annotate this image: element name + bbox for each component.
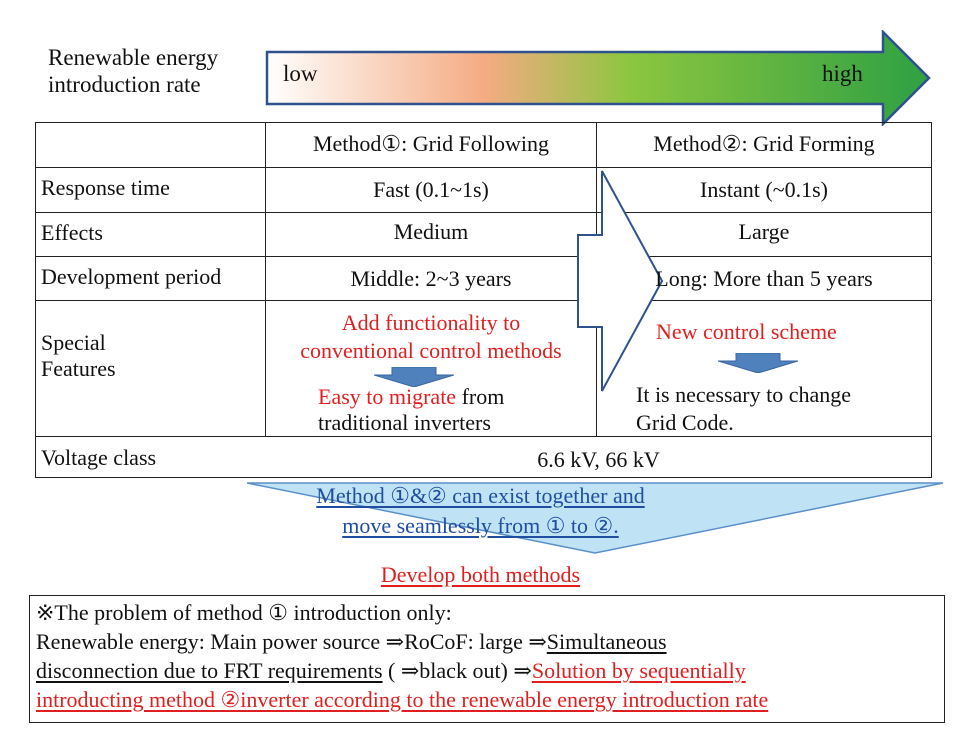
down-arrow-method2 — [718, 353, 798, 373]
divider — [36, 167, 931, 168]
down-arrow-method1 — [374, 367, 454, 387]
row-label-development-period: Development period — [41, 264, 222, 289]
method1-special-bottom: Easy to migrate from traditional inverte… — [318, 384, 504, 436]
grid-code-line2: Grid Code. — [636, 410, 734, 435]
method-comparison-table: Method①: Grid Following Method②: Grid Fo… — [35, 122, 932, 478]
row-label-special-features: Special Features — [41, 330, 116, 382]
low-label: low — [283, 61, 318, 86]
problem-line2: Renewable energy: Main power source ⇒RoC… — [36, 629, 667, 655]
development-method2: Long: More than 5 years — [655, 266, 873, 291]
row-label-effects: Effects — [41, 220, 103, 245]
convergence-funnel — [246, 482, 944, 554]
response-time-method2: Instant (~0.1s) — [700, 177, 828, 202]
header-method2: Method②: Grid Forming — [653, 131, 875, 156]
special-label-line2: Features — [41, 356, 116, 381]
new-control-scheme: New control scheme — [656, 319, 837, 344]
development-method1: Middle: 2~3 years — [350, 266, 512, 291]
row-label-response-time: Response time — [41, 175, 170, 200]
divider — [36, 436, 931, 437]
rate-label: Renewable energy introduction rate — [48, 44, 218, 98]
funnel-text-line2: move seamlessly from ① to ②. — [342, 513, 619, 538]
problem-line4: introducting method ②inverter according … — [36, 687, 769, 712]
effects-method1: Medium — [393, 219, 469, 244]
rate-label-line2: introduction rate — [48, 72, 201, 97]
high-label: high — [822, 61, 863, 86]
voltage-value: 6.6 kV, 66 kV — [537, 447, 660, 472]
problem-line3: disconnection due to FRT requirements ( … — [36, 658, 746, 684]
response-time-method1: Fast (0.1~1s) — [373, 177, 489, 202]
problem-line1: ※The problem of method ① introduction on… — [36, 600, 452, 625]
row-label-voltage-class: Voltage class — [41, 445, 157, 470]
funnel-text-line1: Method ①&② can exist together and — [316, 483, 645, 508]
traditional-inverters: traditional inverters — [318, 410, 491, 435]
header-method1: Method①: Grid Following — [312, 131, 550, 156]
divider — [265, 123, 266, 436]
rate-gradient-arrow — [265, 30, 931, 126]
divider — [36, 212, 931, 213]
method1-special-red: Add functionality to conventional contro… — [248, 309, 614, 365]
from-text: from — [456, 384, 505, 409]
develop-both-methods: Develop both methods — [380, 562, 581, 587]
transition-arrow — [577, 170, 664, 392]
method1-special-red-line1: Add functionality to — [341, 310, 521, 335]
divider — [36, 256, 931, 257]
problem-line3-underlined: disconnection due to FRT requirements — [36, 658, 383, 683]
method1-special-red-line2: conventional control methods — [300, 338, 562, 363]
problem-line2-underlined: Simultaneous — [546, 629, 667, 654]
easy-to-migrate: Easy to migrate — [318, 384, 457, 409]
grid-code-line1: It is necessary to change — [636, 382, 852, 407]
rate-label-line1: Renewable energy — [48, 45, 219, 70]
problem-line2-plain: Renewable energy: Main power source ⇒RoC… — [36, 629, 547, 654]
divider — [36, 300, 931, 301]
special-label-line1: Special — [41, 330, 106, 355]
effects-method2: Large — [738, 219, 790, 244]
problem-line3-plain: ( ⇒black out) ⇒ — [382, 658, 532, 683]
problem-note-box: ※The problem of method ① introduction on… — [29, 595, 945, 723]
method2-special-bottom: It is necessary to change Grid Code. — [636, 381, 851, 437]
problem-line3-red: Solution by sequentially — [531, 658, 746, 683]
